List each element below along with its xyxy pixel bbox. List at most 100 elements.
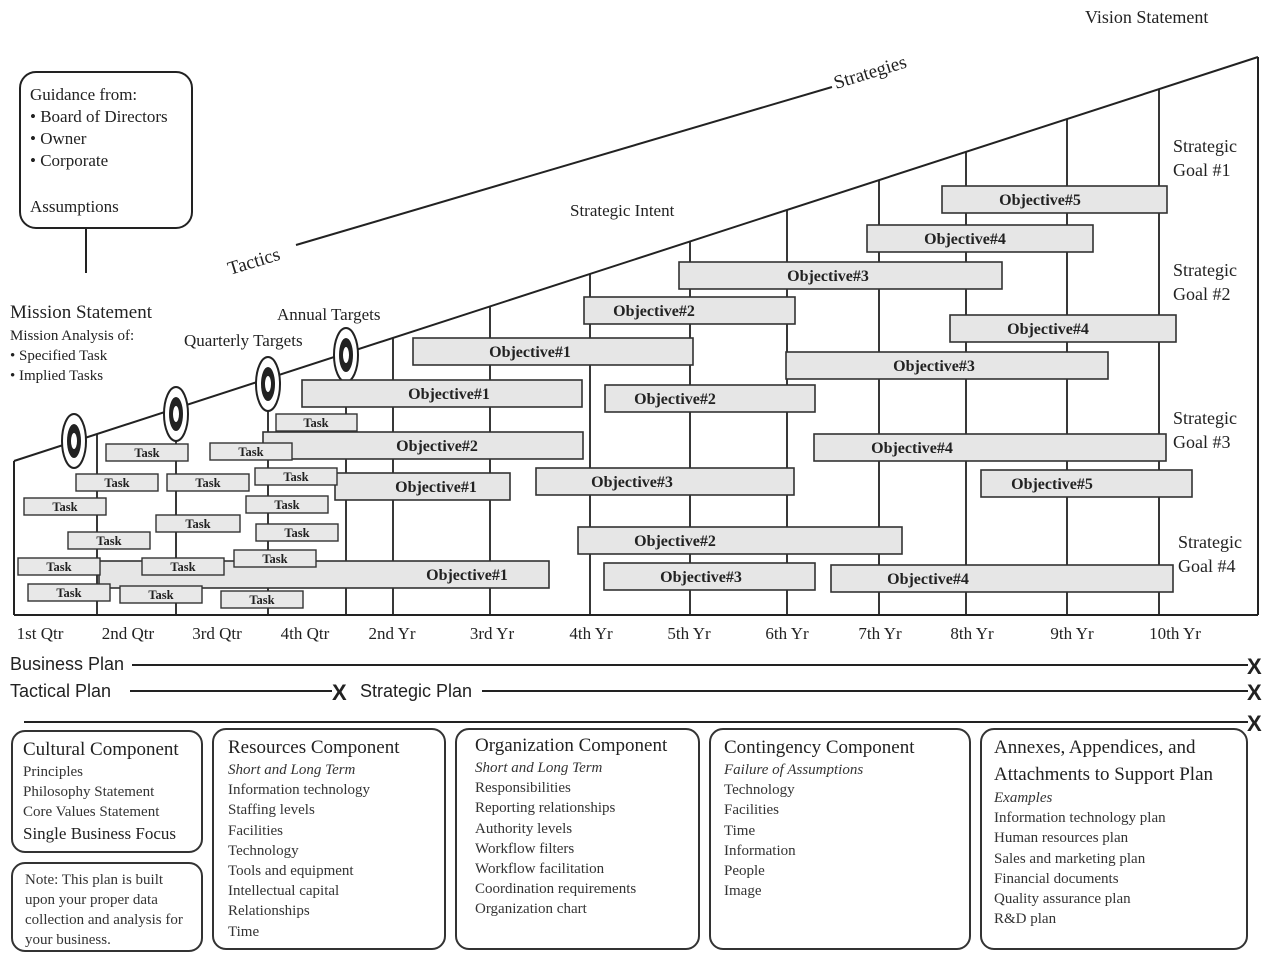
panel-item: Human resources plan xyxy=(994,830,1129,847)
task-box: Task xyxy=(275,413,358,432)
panel-item: Information technology xyxy=(228,782,371,799)
task-box: Task xyxy=(245,495,329,514)
svg-text:Goal #3: Goal #3 xyxy=(1173,432,1231,452)
objective-bar: Objective#1 xyxy=(412,337,694,366)
svg-text:Goal #4: Goal #4 xyxy=(1178,556,1236,576)
annexes-panel: Annexes, Appendices, and Attachments to … xyxy=(980,728,1248,950)
svg-text:Task: Task xyxy=(96,534,121,548)
organization-component-panel: Organization Component Short and Long Te… xyxy=(455,728,700,950)
strategic-goal-1: Strategic Goal #1 xyxy=(1173,136,1237,180)
axis-label: 2nd Yr xyxy=(368,624,415,643)
svg-text:Objective#5: Objective#5 xyxy=(1011,476,1093,493)
task-box: Task xyxy=(141,557,225,576)
tactics-label: Tactics xyxy=(225,244,282,280)
components-line: X xyxy=(24,711,1262,736)
panel-item: Single Business Focus xyxy=(23,823,177,843)
panel-title: Cultural Component xyxy=(23,739,179,760)
objective-bar: Objective#2 xyxy=(583,296,796,325)
axis-label: 3rd Qtr xyxy=(192,624,242,643)
svg-text:Objective#4: Objective#4 xyxy=(1007,321,1089,338)
panel-subtitle: Short and Long Term xyxy=(475,760,603,776)
panel-item: Facilities xyxy=(724,802,779,819)
panel-item: Sales and marketing plan xyxy=(994,850,1146,867)
guidance-item: • Board of Directors xyxy=(30,107,168,126)
time-axis: 1st Qtr 2nd Qtr 3rd Qtr 4th Qtr 2nd Yr 3… xyxy=(17,624,1202,643)
note-panel: Note: This plan is built upon your prope… xyxy=(11,862,203,952)
strategic-intent-label: Strategic Intent xyxy=(570,201,675,220)
task-box: Task xyxy=(166,473,250,492)
svg-text:Strategic: Strategic xyxy=(1173,260,1237,280)
task-box: Task xyxy=(119,585,203,604)
svg-text:Tactical Plan: Tactical Plan xyxy=(10,681,111,701)
svg-text:Task: Task xyxy=(148,588,173,602)
panel-item: Core Values Statement xyxy=(23,804,160,821)
svg-text:X: X xyxy=(332,680,347,705)
svg-text:Task: Task xyxy=(56,586,81,600)
panel-item: Technology xyxy=(724,782,795,799)
planning-wedge xyxy=(13,56,1259,616)
strategic-goal-3: Strategic Goal #3 xyxy=(1173,408,1237,452)
svg-text:X: X xyxy=(1247,654,1262,679)
quarterly-targets-label: Quarterly Targets xyxy=(184,331,303,350)
axis-label: 5th Yr xyxy=(667,624,711,643)
annual-targets-label: Annual Targets xyxy=(277,305,380,324)
guidance-title: Guidance from: xyxy=(30,85,137,104)
task-box: Task xyxy=(255,523,339,542)
panel-title: Contingency Component xyxy=(724,737,915,758)
svg-text:Strategic: Strategic xyxy=(1173,136,1237,156)
svg-text:Objective#1: Objective#1 xyxy=(489,344,571,361)
svg-text:Task: Task xyxy=(249,593,274,607)
resources-component-panel: Resources Component Short and Long Term … xyxy=(212,728,446,950)
mission-title: Mission Statement xyxy=(10,302,153,323)
svg-text:Objective#5: Objective#5 xyxy=(999,192,1081,209)
svg-text:X: X xyxy=(1247,680,1262,705)
svg-text:Objective#2: Objective#2 xyxy=(613,303,695,320)
task-box: Task xyxy=(23,497,107,516)
panel-subtitle: Examples xyxy=(994,790,1053,806)
task-box: Task xyxy=(105,443,189,462)
objective-bar: Objective#5 xyxy=(941,185,1168,214)
axis-label: 8th Yr xyxy=(950,624,994,643)
strategies-label: Strategies xyxy=(831,52,909,94)
objective-bar: Objective#3 xyxy=(535,467,795,496)
task-box: Task xyxy=(233,549,317,568)
mission-sub: Mission Analysis of: xyxy=(10,328,134,344)
axis-label: 6th Yr xyxy=(765,624,809,643)
svg-text:Objective#4: Objective#4 xyxy=(871,440,953,457)
panel-item: People xyxy=(724,863,765,880)
contingency-component-panel: Contingency Component Failure of Assumpt… xyxy=(709,728,971,950)
panel-item: Image xyxy=(724,883,762,900)
mission-item: • Implied Tasks xyxy=(10,368,103,384)
axis-label: 10th Yr xyxy=(1149,624,1201,643)
mission-item: • Specified Task xyxy=(10,348,108,364)
task-box: Task xyxy=(254,467,338,486)
panel-item: Time xyxy=(724,822,756,839)
objective-bar: Objective#5 xyxy=(980,469,1193,498)
task-box: Task xyxy=(155,514,241,533)
objective-bar: Objective#1 xyxy=(334,472,511,501)
svg-text:Objective#2: Objective#2 xyxy=(634,391,716,408)
svg-text:Objective#4: Objective#4 xyxy=(887,571,969,588)
svg-text:Task: Task xyxy=(195,476,220,490)
task-box: Task xyxy=(220,590,304,609)
panel-subtitle: Failure of Assumptions xyxy=(724,762,864,778)
target-icon xyxy=(61,413,87,469)
objective-bar: Objective#4 xyxy=(830,564,1174,593)
svg-text:Task: Task xyxy=(185,517,210,531)
task-box: Task xyxy=(75,473,159,492)
guidance-box xyxy=(19,71,193,229)
svg-text:Objective#3: Objective#3 xyxy=(660,569,742,586)
objective-bar: Objective#2 xyxy=(577,526,903,555)
target-icon xyxy=(333,327,359,383)
svg-text:Objective#1: Objective#1 xyxy=(426,567,508,584)
objective-bar: Objective#2 xyxy=(604,384,816,413)
tactical-plan-line: Tactical Plan X xyxy=(10,680,347,705)
objective-bar: Objective#2 xyxy=(262,431,584,460)
panel-item: Relationships xyxy=(228,903,310,920)
svg-text:Goal #1: Goal #1 xyxy=(1173,160,1231,180)
panel-item: Authority levels xyxy=(475,820,573,837)
axis-label: 4th Yr xyxy=(569,624,613,643)
panel-item: Information xyxy=(724,842,796,859)
svg-text:Goal #2: Goal #2 xyxy=(1173,284,1231,304)
